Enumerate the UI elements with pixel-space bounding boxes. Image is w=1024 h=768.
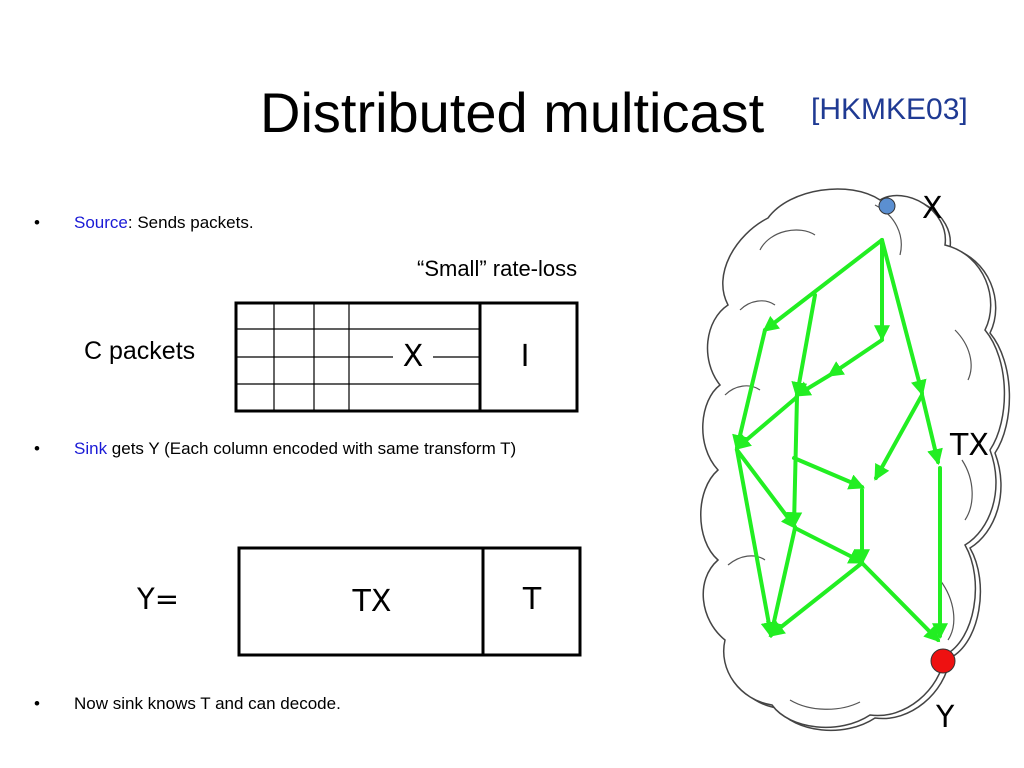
- network-edge: [791, 293, 817, 399]
- network-edge: [732, 328, 767, 452]
- bullet-sink: • Sink gets Y (Each column encoded with s…: [34, 439, 516, 459]
- network-edge: [765, 526, 797, 639]
- y-equals-label: Y=: [137, 582, 180, 616]
- source-node: [878, 197, 896, 215]
- sink-node: [930, 648, 956, 674]
- decode-text: Now sink knows T and can decode.: [74, 694, 341, 713]
- citation: [HKMKE03]: [811, 93, 968, 126]
- bullet-dot: •: [34, 694, 40, 713]
- bottom-matrix-tx: TX: [352, 584, 392, 619]
- top-matrix: X I: [234, 301, 579, 413]
- network-edge: [735, 448, 797, 530]
- network-edge: [874, 393, 924, 481]
- page-title: Distributed multicast: [260, 81, 765, 144]
- c-packets-label: C packets: [84, 337, 196, 365]
- bottom-matrix-border: [237, 546, 582, 657]
- network-source-label: X: [922, 191, 943, 226]
- network-edge: [860, 561, 941, 643]
- sink-text: gets Y (Each column encoded with same tr…: [107, 439, 517, 458]
- network-edge: [880, 238, 927, 397]
- network-edge: [793, 526, 865, 564]
- bottom-matrix: TX T: [237, 546, 582, 657]
- network-tx-label: TX: [949, 428, 989, 463]
- bullet-decode: • Now sink knows T and can decode.: [34, 694, 341, 714]
- rate-loss-caption: “Small” rate-loss: [417, 256, 578, 281]
- top-matrix-grid: [236, 303, 480, 411]
- network-edge: [762, 238, 884, 332]
- top-matrix-i: I: [521, 339, 530, 374]
- network-edge: [768, 561, 864, 637]
- sink-term: Sink: [74, 439, 108, 458]
- network-edge: [735, 448, 777, 639]
- source-term: Source: [74, 213, 128, 232]
- bottom-matrix-t: T: [522, 582, 542, 617]
- x-cell-mask: [393, 337, 433, 371]
- network-edges: [732, 238, 948, 643]
- bullet-dot: •: [34, 213, 40, 232]
- bullet-dot: •: [34, 439, 40, 458]
- top-matrix-x: X: [403, 339, 424, 374]
- network-edge: [734, 395, 799, 451]
- network-sink-label: Y: [935, 700, 955, 735]
- network-edge: [827, 338, 884, 377]
- network-edge: [786, 395, 803, 529]
- source-text: : Sends packets.: [127, 213, 254, 232]
- network-edge: [794, 373, 832, 397]
- bullet-source: • Source: Sends packets.: [34, 213, 254, 233]
- network-edge: [920, 393, 943, 466]
- network-edge: [792, 456, 865, 490]
